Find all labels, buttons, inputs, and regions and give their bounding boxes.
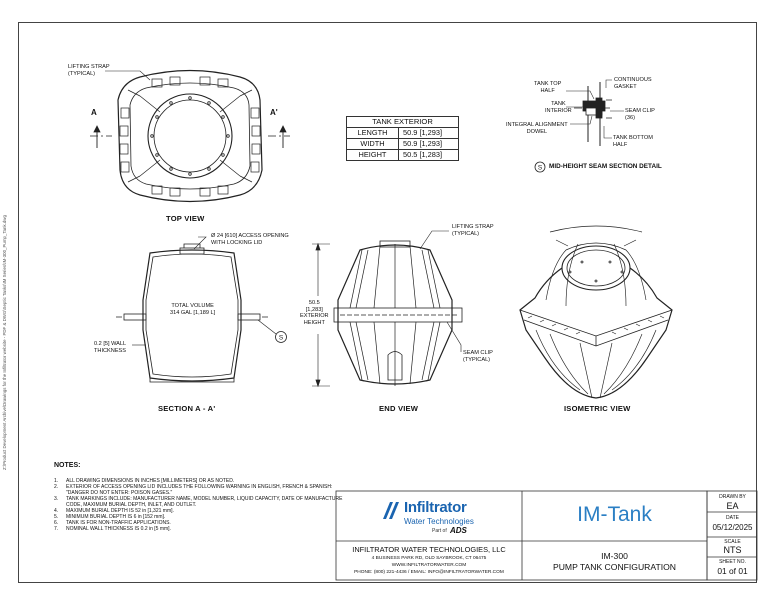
note-number: 1. (54, 478, 59, 484)
note-item: 5. MINIMUM BURIAL DEPTH IS 6 in [152 mm]. (54, 514, 344, 520)
wall-thickness-label: 0.2 [5] WALL THICKNESS (94, 341, 127, 354)
lifting-strap-end-label: LIFTING STRAP (TYPICAL) (452, 224, 494, 237)
note-item: 6. TANK IS FOR NON-TRAFFIC APPLICATIONS. (54, 520, 344, 526)
section-aa-drawing (116, 236, 287, 383)
section-marker-a-prime: A' (270, 108, 278, 117)
note-number: 7. (54, 526, 59, 532)
company-website: WWW.INFILTRATORWATER.COM (391, 563, 467, 568)
sheet-label: SHEET NO. (719, 559, 746, 565)
callout-s-section: S (279, 335, 284, 342)
tank-bottom-half-label: TANK BOTTOM HALF (613, 135, 653, 148)
top-view-title: TOP VIEW (166, 214, 205, 223)
section-aa-title: SECTION A - A' (158, 404, 216, 413)
callout-s-detail: S (538, 165, 543, 172)
note-item: 7. NOMINAL WALL THICKNESS IS 0.2 in [5 mm… (54, 526, 344, 532)
tank-top-half-label: TANK TOP HALF (534, 81, 562, 94)
scale-value: NTS (723, 545, 742, 555)
ads-logo: ADS (450, 526, 467, 535)
note-item: 1. ALL DRAWING DIMENSIONS IN INCHES [MILL… (54, 478, 344, 484)
end-view-title: END VIEW (379, 404, 419, 413)
row-value: 50.9 [1,293] (398, 127, 459, 139)
total-volume-label: TOTAL VOLUME 314 GAL [1,189 L] (170, 303, 216, 316)
note-text: TANK MARKINGS INCLUDE: MANUFACTURER NAME… (66, 496, 343, 508)
access-opening-label: Ø 24 [610] ACCESS OPENING WITH LOCKING L… (211, 233, 289, 246)
end-view-drawing (312, 230, 463, 388)
company-name: INFILTRATOR WATER TECHNOLOGIES, LLC (352, 545, 506, 554)
seam-clip-end-label: SEAM CLIP (TYPICAL) (463, 350, 493, 363)
date-value: 05/12/2025 (712, 523, 753, 532)
product-name: IM-Tank (577, 503, 652, 526)
note-number: 3. (54, 496, 59, 502)
drawing-description: PUMP TANK CONFIGURATION (552, 562, 677, 572)
row-value: 50.9 [1,293] (398, 138, 459, 150)
sheet-value: 01 of 01 (717, 566, 748, 576)
continuous-gasket-label: CONTINUOUS GASKET (614, 77, 652, 90)
tank-interior-label: TANK INTERIOR (545, 101, 572, 114)
note-number: 2. (54, 484, 59, 490)
top-view-drawing (90, 69, 290, 203)
table-title: TANK EXTERIOR (346, 116, 459, 128)
scale-label: SCALE (724, 539, 741, 545)
note-text: EXTERIOR OF ACCESS OPENING LID INCLUDES … (66, 484, 333, 496)
date-label: DATE (726, 515, 739, 521)
isometric-view-title: ISOMETRIC VIEW (564, 404, 631, 413)
logo-mark-icon (383, 502, 399, 519)
seam-detail-drawing (534, 79, 624, 173)
height-dimension-label: 50.5 [1,283] EXTERIOR HEIGHT (300, 300, 329, 326)
isometric-view-drawing (519, 225, 673, 399)
company-logo: Infiltrator Water Technologies Part of A… (380, 497, 490, 539)
row-name: LENGTH (346, 127, 399, 139)
note-number: 4. (54, 508, 59, 514)
note-item: 2. EXTERIOR OF ACCESS OPENING LID INCLUDE… (54, 484, 344, 496)
company-contact: PHONE: (800) 221-4436 / EMAIL: INFO@INFI… (354, 570, 504, 575)
note-text: TANK IS FOR NON-TRAFFIC APPLICATIONS. (66, 520, 171, 526)
note-item: 4. MAXIMUM BURIAL DEPTH IS 52 in [1,321 m… (54, 508, 344, 514)
notes-list: 1. ALL DRAWING DIMENSIONS IN INCHES [MILL… (54, 478, 344, 532)
seam-clip-36-label: SEAM CLIP (36) (625, 108, 655, 121)
note-text: MINIMUM BURIAL DEPTH IS 6 in [152 mm]. (66, 514, 166, 520)
company-address: 4 BUSINESS PARK RD, OLD SAYBROOK, CT 064… (371, 556, 487, 561)
model-number: IM-300 (601, 551, 628, 561)
logo-subtitle: Water Technologies (404, 517, 474, 526)
drawing-border (18, 22, 757, 583)
title-block-frame (335, 490, 758, 581)
note-number: 5. (54, 514, 59, 520)
note-text: NOMINAL WALL THICKNESS IS 0.2 in [5 mm]. (66, 526, 171, 532)
note-text: ALL DRAWING DIMENSIONS IN INCHES [MILLIM… (66, 478, 235, 484)
logo-part-of: Part of (432, 528, 447, 534)
alignment-dowel-label: INTEGRAL ALIGNMENT DOWEL (506, 122, 568, 135)
note-item: 3. TANK MARKINGS INCLUDE: MANUFACTURER NA… (54, 496, 344, 508)
logo-name: Infiltrator (404, 499, 467, 516)
row-value: 50.5 [1,283] (398, 149, 459, 161)
note-number: 6. (54, 520, 59, 526)
section-marker-a: A (91, 108, 97, 117)
seam-detail-title: MID-HEIGHT SEAM SECTION DETAIL (549, 163, 662, 170)
drawn-by-label: DRAWN BY (719, 494, 746, 500)
note-text: MAXIMUM BURIAL DEPTH IS 52 in [1,321 mm]… (66, 508, 174, 514)
lifting-strap-top-label: LIFTING STRAP (TYPICAL) (68, 64, 110, 77)
row-name: HEIGHT (346, 149, 399, 161)
notes-title: NOTES: (54, 462, 81, 469)
drawn-by-value: EA (726, 501, 739, 511)
row-name: WIDTH (346, 138, 399, 150)
